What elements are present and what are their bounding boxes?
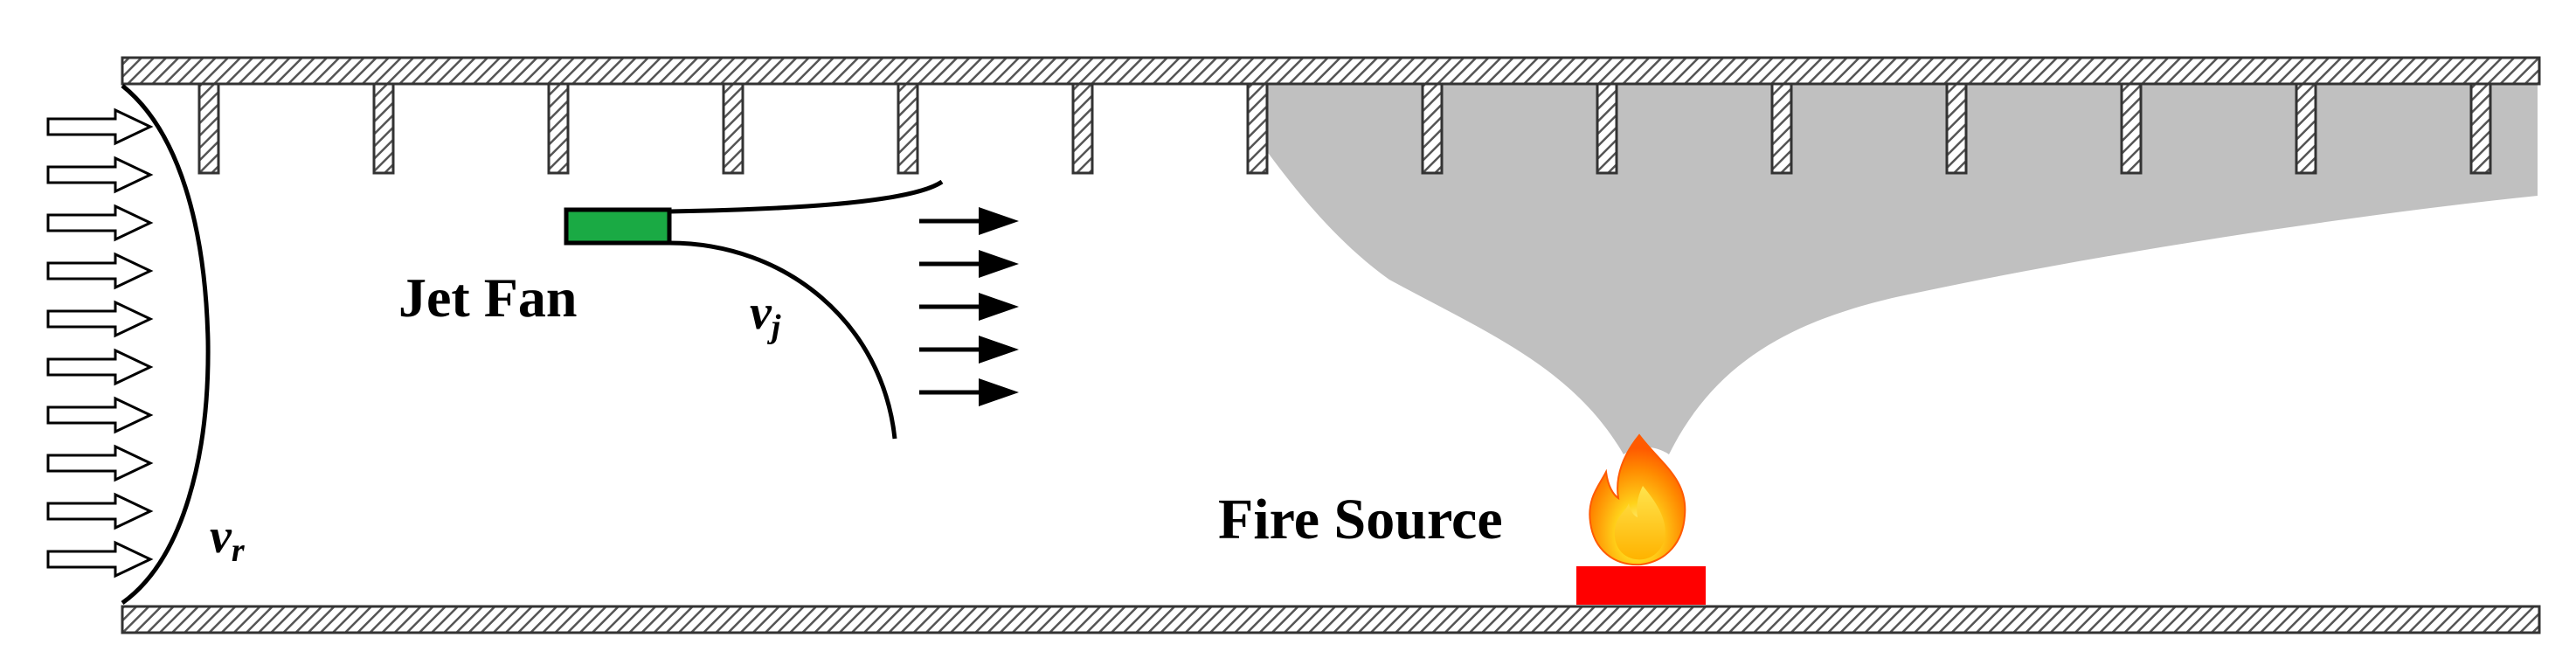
- jet-fan: [564, 207, 672, 246]
- jet-velocity-label: vj: [750, 286, 781, 345]
- hollow-arrow-icon: [46, 107, 154, 146]
- ceiling-baffle: [2120, 82, 2143, 175]
- tunnel-floor: [121, 605, 2541, 634]
- ceiling-baffle: [1246, 82, 1269, 175]
- ceiling-baffle: [372, 82, 395, 175]
- hollow-arrow-icon: [46, 204, 154, 242]
- solid-arrow-icon: [979, 293, 1019, 321]
- solid-arrow-icon: [979, 250, 1019, 278]
- ceiling-baffle: [2469, 82, 2492, 175]
- ceiling-baffle: [897, 82, 919, 175]
- inlet-velocity-label: vr: [210, 509, 246, 569]
- ceiling-baffle: [1596, 82, 1618, 175]
- solid-arrow-icon: [979, 336, 1019, 364]
- fire-source-label: Fire Source: [1218, 488, 1503, 551]
- ceiling-baffle: [1770, 82, 1793, 175]
- ceiling-baffle: [1945, 82, 1968, 175]
- ceiling-baffle: [722, 82, 744, 175]
- inlet-velocity-profile: [121, 84, 211, 606]
- tunnel-ceiling: [121, 56, 2541, 86]
- ceiling-baffle: [1071, 82, 1094, 175]
- jet-stream-lower-line: [668, 240, 897, 440]
- jet-fan-label: Jet Fan: [398, 267, 577, 329]
- hollow-arrow-icon: [46, 348, 154, 386]
- ceiling-baffle: [2295, 82, 2317, 175]
- hollow-arrow-icon: [46, 156, 154, 194]
- ceiling-baffle: [547, 82, 570, 175]
- hollow-arrow-icon: [46, 252, 154, 290]
- hollow-arrow-icon: [46, 540, 154, 578]
- jet-velocity-symbol: v: [750, 286, 772, 340]
- jet-arrows: [919, 207, 1019, 406]
- hollow-arrow-icon: [46, 492, 154, 530]
- inlet-arrows: [46, 107, 154, 578]
- smoke-plume: [1258, 84, 2538, 454]
- hollow-arrow-icon: [46, 444, 154, 482]
- inlet-velocity-subscript: r: [232, 532, 246, 569]
- flame-icon: [1589, 433, 1686, 566]
- ceiling-baffles: [197, 82, 2492, 175]
- jet-stream-upper-line: [668, 179, 944, 214]
- hollow-arrow-icon: [46, 396, 154, 434]
- solid-arrow-icon: [979, 207, 1019, 235]
- solid-arrow-icon: [979, 378, 1019, 406]
- ceiling-baffle: [197, 82, 220, 175]
- hollow-arrow-icon: [46, 300, 154, 338]
- fire-source-base: [1576, 566, 1706, 605]
- inlet-velocity-symbol: v: [210, 509, 232, 564]
- ceiling-baffle: [1421, 82, 1444, 175]
